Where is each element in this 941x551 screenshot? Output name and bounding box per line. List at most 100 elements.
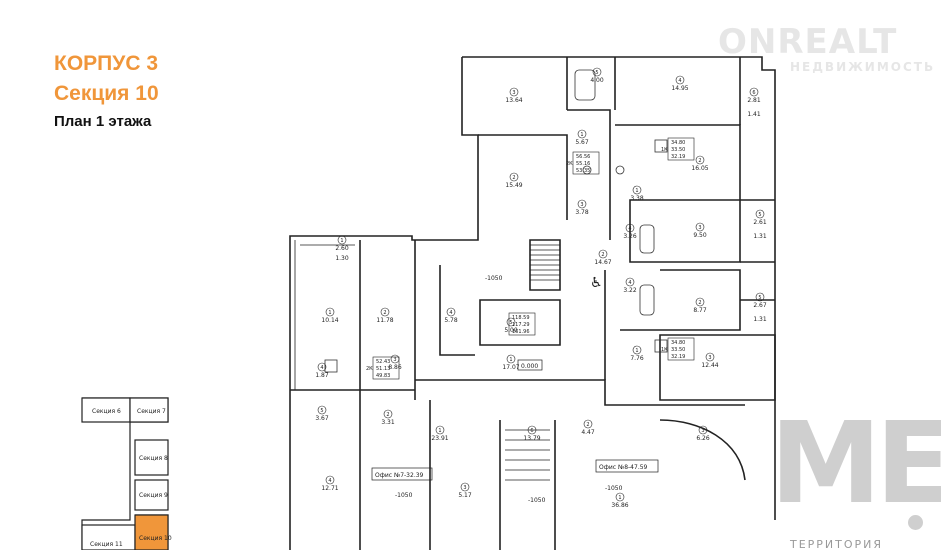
room-number: 1 (340, 238, 343, 244)
apartment-area-value: 53.35 (576, 168, 590, 174)
room-area: 4.00 (590, 77, 604, 84)
room-area: 10.14 (321, 317, 338, 324)
room-label: 211.78 (376, 307, 394, 324)
apartment-area-value: 34.80 (671, 140, 685, 146)
apartment-area-value: 161.96 (512, 329, 530, 335)
room-number: 4 (678, 78, 681, 84)
room-number: 3 (512, 90, 515, 96)
room-number: 5 (758, 212, 761, 218)
onrealt-watermark: ONREALT (718, 22, 898, 62)
room-number-circle (615, 492, 625, 502)
room-label: 23.31 (381, 409, 395, 426)
key-section-8 (134, 439, 169, 476)
room-number-circle (506, 317, 516, 327)
room-area: 12.71 (321, 485, 338, 492)
room-number: 4 (628, 280, 631, 286)
room-number: 4 (449, 310, 452, 316)
room-area: 15.49 (505, 182, 522, 189)
room-label: 52.67 (753, 292, 767, 309)
room-number-circle (509, 172, 519, 182)
room-label: 62.81 (747, 87, 761, 104)
zero-level-box (517, 359, 543, 371)
room-number-circle (317, 362, 327, 372)
key-label-6: Секция 6 (92, 408, 121, 415)
apartment-area-value: 49.83 (376, 373, 390, 379)
room-area: 11.78 (376, 317, 393, 324)
plan-heading: КОРПУС 3 Секция 10 План 1 этажа (54, 49, 159, 135)
room-number: 1 (509, 357, 512, 363)
room-number: 5 (509, 320, 512, 326)
room-number: 3 (698, 225, 701, 231)
room-label: 117.07 (502, 354, 520, 371)
office-8-level: -1050 (605, 485, 623, 492)
outer-wall-left (289, 57, 479, 550)
room-number-circle (446, 307, 456, 317)
wheelchair-icon: ♿ (590, 275, 603, 291)
outer-wall-top (462, 56, 776, 520)
room-number-circle (675, 75, 685, 85)
room-number-circle (698, 425, 708, 435)
office-8-box (595, 459, 659, 473)
room-number-circle (625, 277, 635, 287)
room-label: 15.67 (575, 129, 589, 146)
room-number-circle (598, 249, 608, 259)
room-area: 3.22 (623, 287, 637, 294)
stair-treads (505, 244, 560, 481)
office-labels: Офис №7-32.39 -1050 Офис №8-47.59 -1050 … (371, 275, 659, 504)
room-label: 136.86 (611, 492, 629, 509)
room-label: 313.64 (505, 87, 523, 104)
stove (324, 359, 338, 373)
room-number-circle (509, 87, 519, 97)
room-number: 4 (320, 365, 323, 371)
door-swing (659, 419, 746, 481)
room-number-circle (527, 425, 537, 435)
room-label: 412.71 (321, 475, 339, 492)
room-number-circle (625, 223, 635, 233)
room-number: 1 (438, 428, 441, 434)
room-area: 1.41 (747, 111, 761, 118)
room-label: 17.76 (630, 345, 644, 362)
room-number-circle (380, 307, 390, 317)
room-number-circle (317, 405, 327, 415)
room-number-circle (632, 345, 642, 355)
toilet (615, 165, 625, 175)
room-number: 2 (386, 412, 389, 418)
room-area: 16.05 (691, 165, 708, 172)
room-number-circle (460, 482, 470, 492)
apartment-area-value: 118.59 (512, 315, 530, 321)
room-number-circle (577, 199, 587, 209)
room-area: 2.67 (753, 302, 767, 309)
room-area: 13.79 (523, 435, 540, 442)
room-area: 14.95 (671, 85, 688, 92)
room-area: 1.30 (335, 255, 349, 262)
room-label: 54.00 (590, 67, 604, 84)
room-number-circle (435, 425, 445, 435)
room-label: 43.26 (623, 223, 637, 240)
room-area: 2.81 (747, 97, 761, 104)
room-area: 13.64 (505, 97, 522, 104)
table-frame (372, 356, 400, 380)
room-area: 4.47 (581, 429, 595, 436)
wall-bath-1 (566, 57, 611, 240)
bathtub (639, 284, 655, 316)
apartment-type: 1К (661, 347, 668, 353)
room-area: 8.86 (388, 364, 402, 371)
section-title: Секция 10 (54, 82, 159, 105)
plan-title: План 1 этажа (54, 113, 152, 130)
apartment-tables: 2К56.5655.1653.351К34.8033.5032.192К52.4… (366, 137, 695, 380)
room-number: 5 (758, 295, 761, 301)
room-number: 3 (580, 202, 583, 208)
room-number: 2 (512, 175, 515, 181)
room-label: 1.31 (753, 233, 767, 240)
apartment-area-value: 117.29 (512, 322, 530, 328)
me-logo-sub: ТЕРРИТОРИЯ (790, 538, 884, 551)
room-number-circle (577, 129, 587, 139)
stair-level: -1050 (485, 275, 503, 282)
stove (654, 139, 668, 153)
room-number: 4 (628, 226, 631, 232)
room-label: 36.26 (696, 425, 710, 442)
room-label: 45.78 (444, 307, 458, 324)
room-number: 2 (601, 252, 604, 258)
room-number-circle (337, 235, 347, 245)
apartment-area-value: 32.19 (671, 154, 685, 160)
